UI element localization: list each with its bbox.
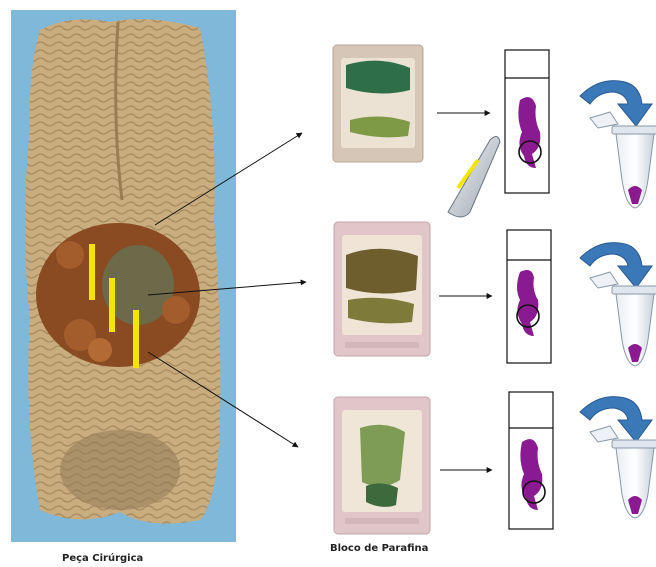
slide-3 <box>509 392 553 529</box>
slide-1 <box>505 50 549 193</box>
paraffin-block-3 <box>334 397 430 534</box>
sampling-marker-2 <box>109 278 115 332</box>
paraffin-block-1 <box>333 45 423 162</box>
microtube-1 <box>590 112 656 208</box>
slide-2 <box>507 230 551 363</box>
paraffin-block-2 <box>334 222 430 356</box>
specimen-caption: Peça Cirúrgica <box>62 553 143 564</box>
sampling-marker-3 <box>133 310 139 368</box>
tumor-nodule <box>162 296 190 324</box>
surgical-specimen <box>11 10 236 542</box>
specimen-shadow <box>60 430 180 510</box>
paraffin-block-caption: Bloco de Parafina <box>330 543 428 554</box>
microtube-3 <box>590 426 656 518</box>
scalpel-icon <box>448 136 500 217</box>
tumor-nodule <box>88 338 112 362</box>
sampling-marker-1 <box>89 244 95 300</box>
microtube-2 <box>590 272 656 366</box>
tumor-nodule <box>56 241 84 269</box>
